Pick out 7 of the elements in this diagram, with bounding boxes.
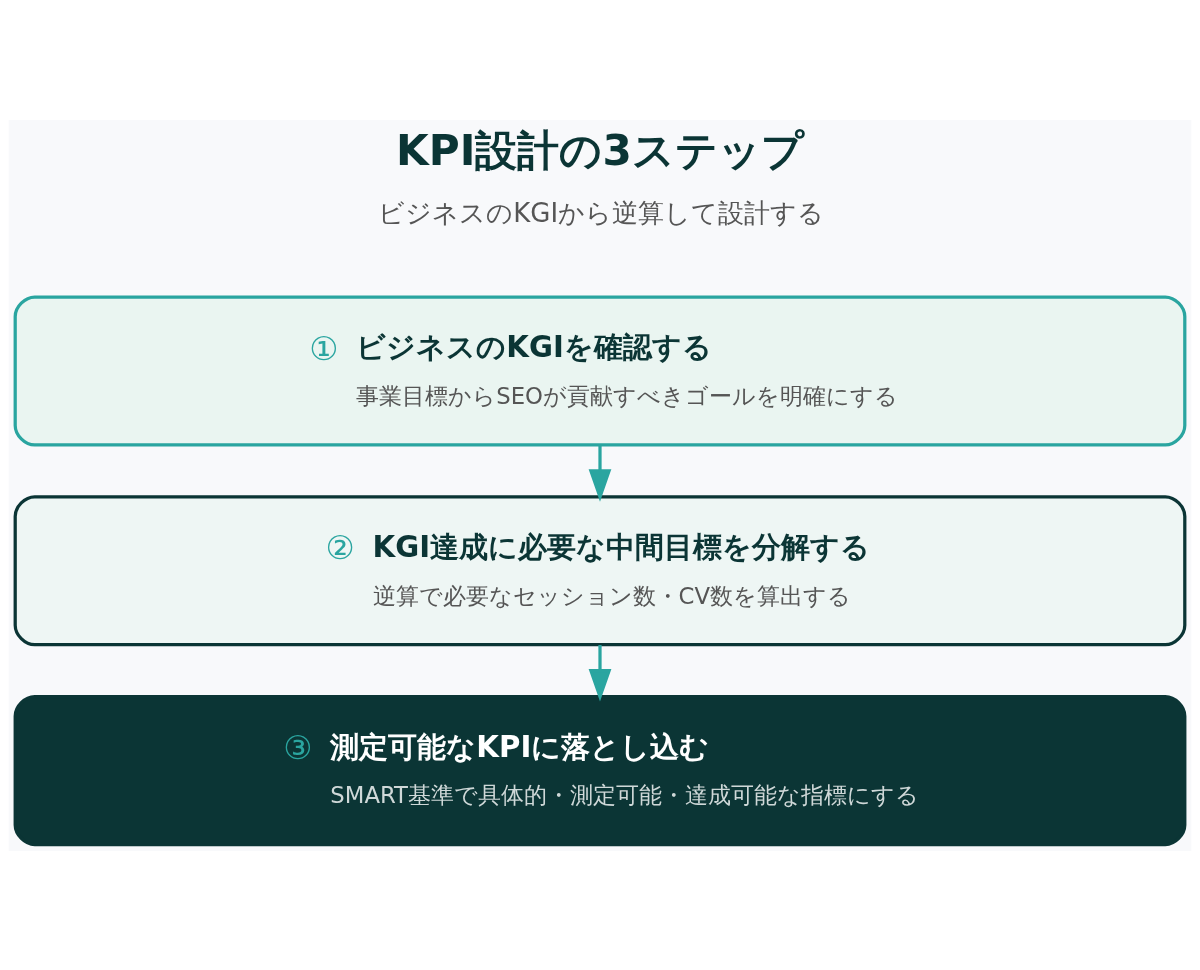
node-box: ① ビジネスのKGIを確認する 事業目標からSEOが貢献すべきゴールを明確にする [13,294,1187,446]
diagram-title: KPI設計の3ステップ [396,125,804,175]
node-box: ③ 測定可能なKPIに落とし込む SMART基準で具体的・測定可能・達成可能な指標にする [13,694,1187,846]
label: ビジネスのKGIから逆算して設計する [378,197,825,228]
arrow [588,444,612,502]
node-box: ② KGI達成に必要な中間目標を分解する 逆算で必要なセッション数・CV数を算出する [13,494,1187,646]
arrow [588,644,612,702]
